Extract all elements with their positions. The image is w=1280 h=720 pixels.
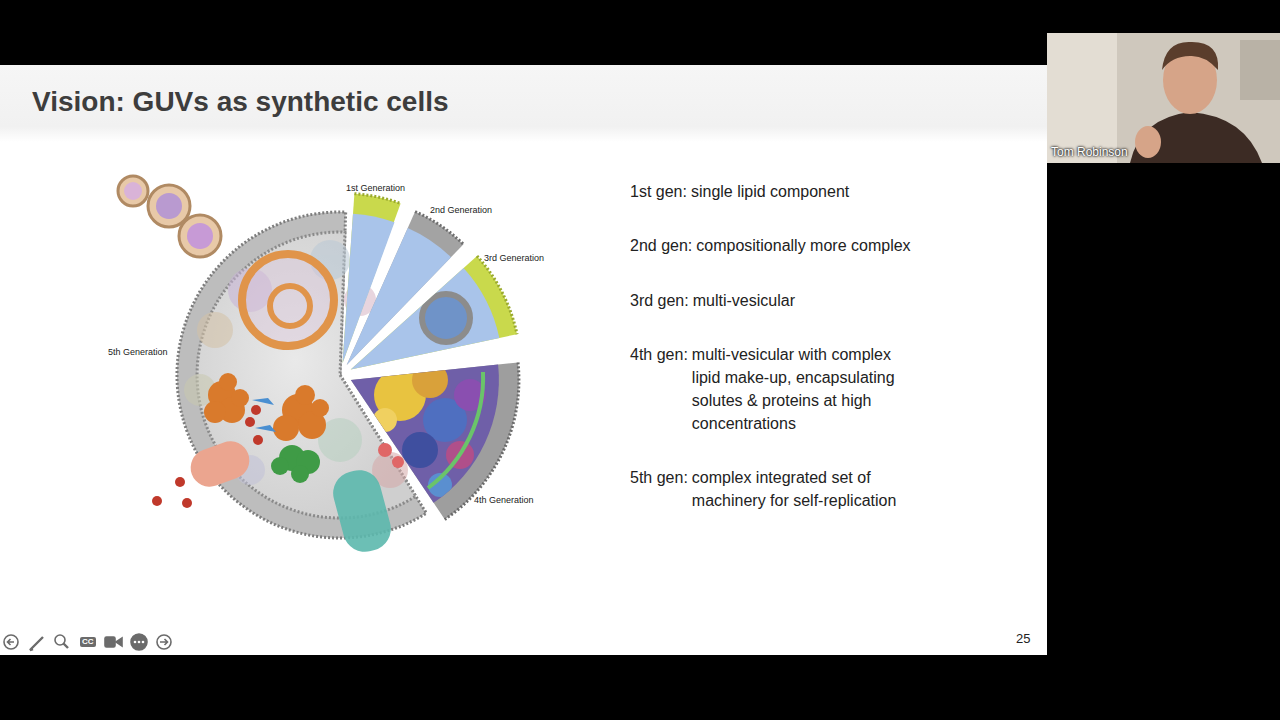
speaker-video (1130, 112, 1262, 163)
orange-protein (311, 399, 329, 417)
more-button-dots (134, 641, 145, 644)
red-molecule (245, 417, 255, 427)
first-generation-wedge (354, 194, 400, 204)
back-button (4, 635, 18, 649)
orange-protein (273, 385, 329, 441)
speaker-video (1162, 42, 1218, 70)
green-protein (291, 465, 309, 483)
list-prefix: 3rd gen: (630, 289, 689, 312)
lipid-heads (177, 212, 426, 538)
speaker-video (1047, 33, 1280, 163)
page-number: 25 (1016, 631, 1030, 647)
orange-protein (273, 415, 299, 441)
third-generation-wedge (351, 268, 500, 370)
orange-protein (204, 401, 226, 423)
fifth-generation-cell (152, 212, 426, 557)
more-button-dots (142, 641, 145, 644)
crowded-contents (402, 432, 438, 468)
red-molecule (251, 405, 261, 415)
transport-arrow (252, 398, 276, 432)
small-vesicles (156, 193, 182, 219)
orange-protein (231, 389, 249, 407)
back-button (8, 639, 15, 645)
orange-protein (219, 373, 237, 391)
list-prefix: 2nd gen: (630, 234, 692, 257)
third-generation-wedge (477, 256, 517, 334)
list-text: compositionally more complex (696, 234, 922, 257)
more-button-dots (134, 641, 137, 644)
list-text: single lipid component (691, 180, 922, 203)
captions-icon: CC (80, 637, 96, 647)
internal-vesicle (242, 254, 334, 346)
generation-label: 5th Generation (108, 347, 168, 358)
zoom-tool (64, 644, 69, 649)
next-button (160, 639, 168, 645)
speaker-video (1047, 33, 1117, 163)
generation-label: 4th Generation (474, 495, 534, 506)
inner-vesicle (422, 294, 470, 342)
transport-arrow (252, 398, 274, 405)
crowded-contents (373, 408, 397, 432)
orange-protein (204, 373, 249, 423)
generation-label: 3rd Generation (484, 253, 544, 264)
orange-protein (295, 385, 315, 405)
inner-vesicle (422, 294, 470, 342)
small-vesicles (179, 215, 221, 257)
second-generation-wedge (415, 212, 463, 245)
red-molecule (182, 498, 192, 508)
camera-icon (116, 638, 122, 646)
small-vesicles (118, 176, 221, 257)
crowded-molecules (197, 312, 233, 348)
misc-protein (392, 456, 404, 468)
red-molecule (175, 477, 185, 487)
transport-arrow (255, 425, 276, 432)
speaker-video (1135, 126, 1161, 158)
slide-title: Vision: GUVs as synthetic cells (32, 84, 449, 120)
generation-label: 1st Generation (346, 183, 405, 194)
small-vesicles (187, 223, 213, 249)
speaker-video (1240, 40, 1280, 100)
third-generation-wedge (351, 256, 517, 370)
membrane-protein (185, 436, 254, 492)
crowded-contents (428, 372, 483, 488)
small-vesicles (124, 182, 142, 200)
list-text: multi-vesicular (693, 289, 922, 312)
more-button-dots (138, 641, 141, 644)
list-text: multi-vesicular with complex lipid make-… (692, 343, 922, 435)
nested-vesicle (270, 286, 310, 326)
third-generation-wedge (351, 256, 517, 370)
more-button (131, 634, 147, 650)
red-molecule (152, 405, 263, 508)
red-molecule (253, 435, 263, 445)
title-bar (0, 65, 1047, 142)
list-prefix: 4th gen: (630, 343, 688, 366)
crowded-contents (412, 362, 448, 398)
slide-background (0, 65, 1047, 655)
red-molecule (152, 496, 162, 506)
misc-protein (378, 443, 392, 457)
generation-label: 2nd Generation (430, 205, 492, 216)
speaker-name: Tom Robinson (1051, 145, 1128, 160)
list-prefix: 1st gen: (630, 180, 687, 203)
next-button (157, 635, 171, 649)
crowded-contents (373, 362, 486, 497)
small-vesicles (118, 176, 148, 206)
speaker-video (1047, 33, 1280, 163)
list-text: complex integrated set of machinery for … (692, 466, 922, 512)
outer-bilayer (177, 212, 426, 538)
list-prefix: 5th gen: (630, 466, 688, 489)
channel-protein (328, 465, 396, 557)
green-protein (271, 445, 320, 483)
pen-tool (30, 637, 43, 650)
camera-icon (105, 637, 115, 647)
toolbar-icons (4, 634, 171, 650)
green-protein (271, 457, 289, 475)
